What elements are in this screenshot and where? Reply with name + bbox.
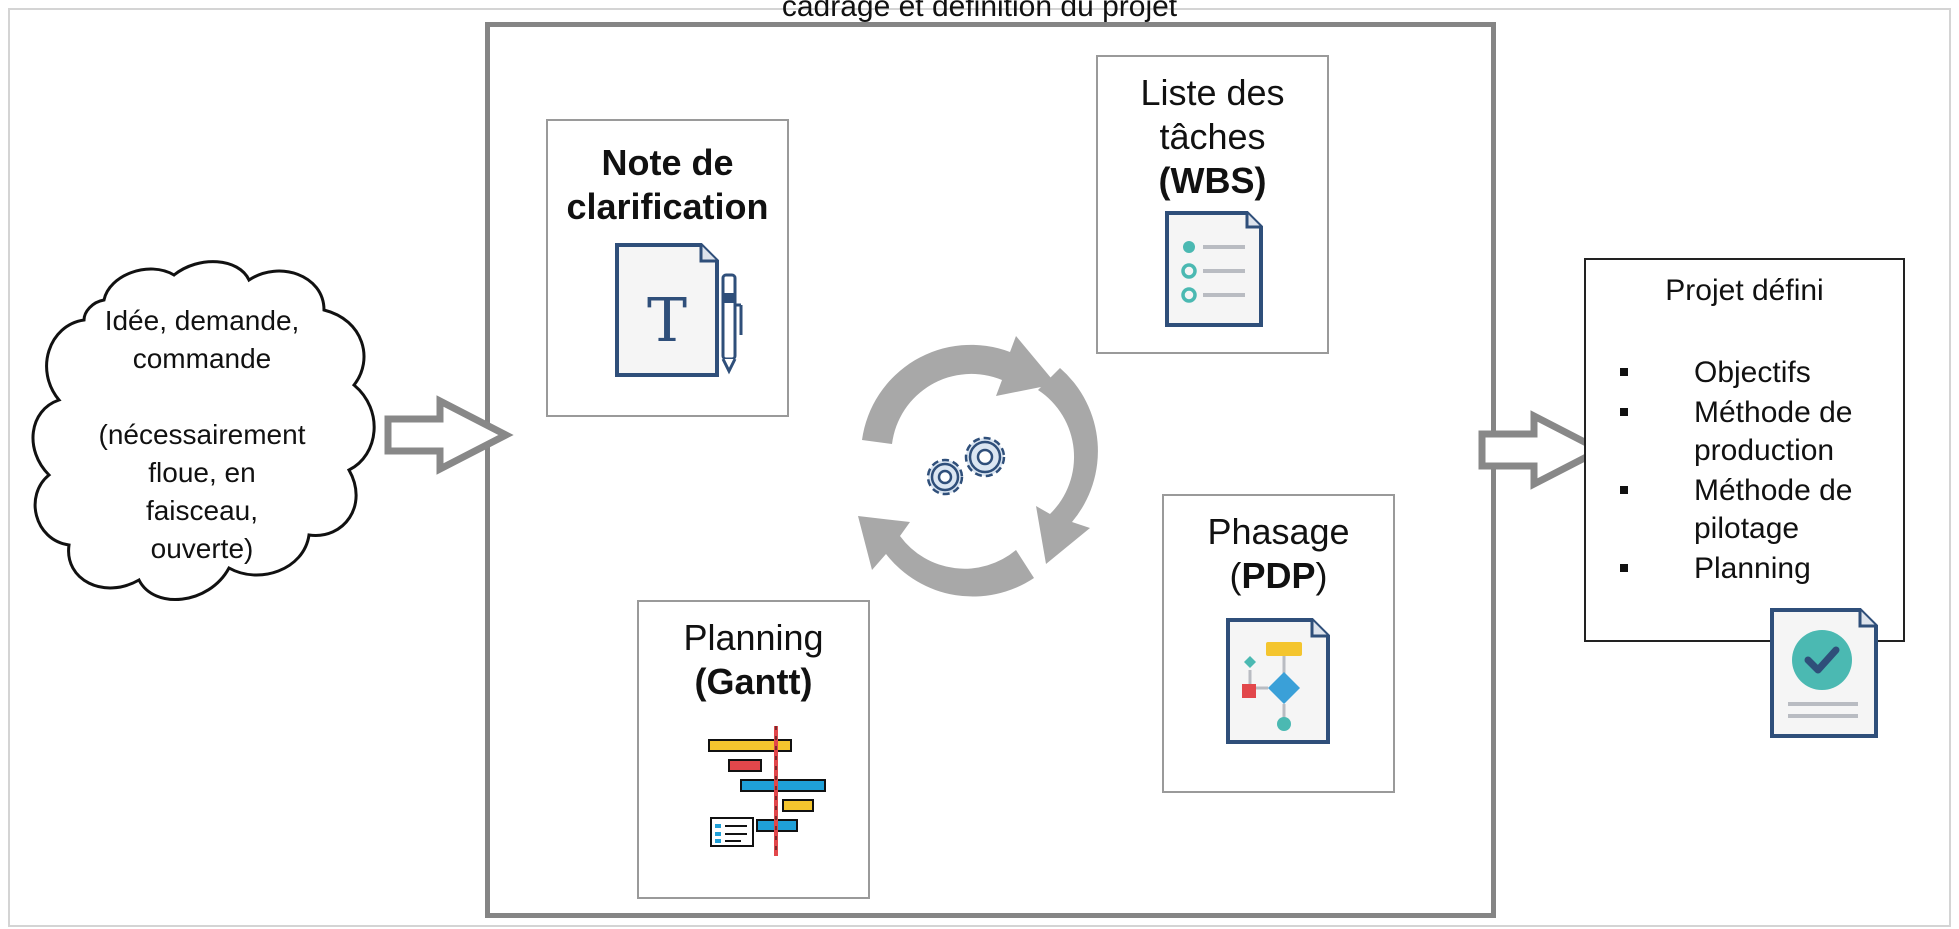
definition-process-box (485, 22, 1496, 918)
flowchart-document-icon (1225, 618, 1330, 744)
bullet-icon (1620, 368, 1628, 376)
card-planning-gantt: Planning (Gantt) (637, 600, 870, 899)
list-item-text: Planning (1694, 552, 1811, 585)
input-line: (nécessairement (98, 419, 306, 450)
document-with-pen-icon: T (614, 243, 742, 377)
card-task-list-wbs: Liste des tâches (WBS) (1096, 55, 1329, 354)
gantt-chart-icon (707, 726, 826, 856)
list-item: Méthode de production (1620, 394, 1900, 470)
card-title: clarification (566, 186, 769, 227)
card-title: tâches (1159, 116, 1266, 157)
input-line: floue, en (148, 457, 256, 488)
defined-project-box: Projet défini Objectifs Méthode de produ… (1584, 258, 1905, 642)
card-phasing-pdp: Phasage (PDP) (1162, 494, 1395, 793)
list-item-text: Objectifs (1694, 356, 1811, 389)
refresh-cycle-icon (858, 336, 1098, 597)
output-title: Projet défini (1665, 274, 1824, 307)
list-item-text: Méthode de production (1694, 396, 1853, 467)
card-title-paren: ( (1229, 555, 1242, 596)
card-title: Planning (683, 617, 824, 658)
input-line (88, 378, 316, 416)
input-line: faisceau, (145, 495, 259, 526)
input-line: commande (132, 343, 272, 374)
list-item: Objectifs (1620, 354, 1900, 392)
list-item-text: Méthode de pilotage (1694, 474, 1853, 545)
cloud-shape (31, 260, 376, 601)
input-line: ouverte) (150, 533, 254, 564)
card-clarification-note: Note de clarification T (546, 119, 789, 417)
output-arrow-icon (1478, 410, 1608, 490)
card-title: (WBS) (1158, 160, 1267, 201)
input-arrow-icon (384, 395, 514, 475)
checklist-document-icon (1164, 211, 1263, 327)
bullet-icon (1620, 486, 1628, 494)
output-list: Objectifs Méthode de production Méthode … (1620, 354, 1900, 590)
approved-document-icon (1770, 608, 1878, 738)
input-cloud: Idée, demande, commande (nécessairement … (24, 250, 384, 630)
list-item: Méthode de pilotage (1620, 472, 1900, 548)
bullet-icon (1620, 564, 1628, 572)
input-text: Idée, demande, commande (nécessairement … (88, 302, 316, 568)
card-title-paren: ) (1315, 555, 1328, 596)
card-title: Note de (601, 142, 734, 183)
bullet-icon (1620, 408, 1628, 416)
svg-text:T: T (646, 286, 686, 356)
list-item: Planning (1620, 550, 1900, 588)
card-title-acronym: PDP (1241, 555, 1316, 596)
input-line: Idée, demande, (104, 305, 300, 336)
card-title: (Gantt) (694, 661, 813, 702)
card-title: (PDP) (1164, 554, 1393, 598)
gears-icon (926, 436, 1006, 496)
diagram-frame (8, 8, 1951, 927)
card-title: Liste des (1140, 72, 1285, 113)
top-caption: cadrage et définition du projet (781, 0, 1178, 23)
card-title: Phasage (1207, 511, 1350, 552)
